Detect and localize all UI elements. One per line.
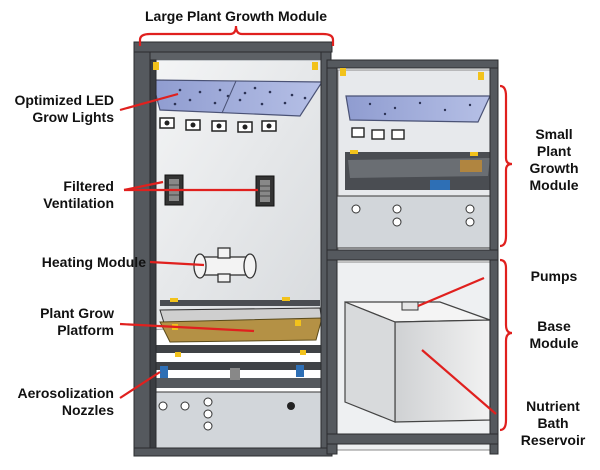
small-led-panel xyxy=(345,95,491,123)
leader-pumps xyxy=(417,276,485,308)
label-line: Base xyxy=(537,318,571,334)
label-line: Aerosolization xyxy=(17,385,114,401)
label-line: Reservoir xyxy=(520,432,586,448)
callouts xyxy=(119,25,513,432)
leader-nozzles xyxy=(119,371,161,399)
label-reservoir: Nutrient Bath Reservoir xyxy=(510,398,596,449)
pump xyxy=(401,301,419,311)
heating-pipe xyxy=(193,247,257,283)
reservoir-side xyxy=(344,301,396,423)
large-bottom-panel xyxy=(139,391,333,451)
nozzle-rails xyxy=(150,345,322,388)
label-small-module: Small Plant Growth Module xyxy=(514,126,594,194)
label-line: Bath xyxy=(537,415,569,431)
label-line: Nutrient xyxy=(526,398,580,414)
large-frame xyxy=(133,41,333,457)
leader-heating xyxy=(149,260,205,267)
label-line: Grow Lights xyxy=(32,109,114,125)
right-frame xyxy=(326,59,499,455)
bracket-large-module xyxy=(138,25,335,46)
label-line: Platform xyxy=(57,322,114,338)
grow-platform xyxy=(159,297,323,343)
label-base-module: Base Module xyxy=(514,318,594,352)
label-line: Filtered xyxy=(63,178,114,194)
small-module xyxy=(335,69,497,251)
base-module xyxy=(335,261,497,451)
label-line: Ventilation xyxy=(43,195,114,211)
label-line: Optimized LED xyxy=(14,92,114,108)
label-line: Nozzles xyxy=(61,402,114,418)
label-platform: Plant Grow Platform xyxy=(2,305,114,339)
bracket-base-module xyxy=(499,258,513,432)
label-line: Growth xyxy=(529,160,579,176)
label-line: Module xyxy=(529,177,579,193)
leader-vent-1 xyxy=(123,180,164,192)
large-module xyxy=(133,41,333,457)
diagram-title: Large Plant Growth Module xyxy=(144,8,327,24)
leader-reservoir xyxy=(421,349,497,415)
bracket-small-module xyxy=(499,84,513,248)
label-ventilation: Filtered Ventilation xyxy=(2,178,114,212)
label-pumps: Pumps xyxy=(530,268,578,284)
label-nozzles: Aerosolization Nozzles xyxy=(2,385,114,419)
label-line: Plant xyxy=(536,143,572,159)
label-line: Module xyxy=(529,335,579,351)
led-dots xyxy=(173,86,307,106)
leader-platform xyxy=(119,322,255,333)
label-line: Plant Grow xyxy=(40,305,114,321)
label-heating-module: Heating Module xyxy=(41,254,146,270)
reservoir-front xyxy=(394,319,491,423)
label-line: Small xyxy=(535,126,573,142)
label-grow-lights: Optimized LED Grow Lights xyxy=(2,92,114,126)
led-light-panel xyxy=(151,79,324,117)
leader-grow-lights xyxy=(119,92,179,112)
